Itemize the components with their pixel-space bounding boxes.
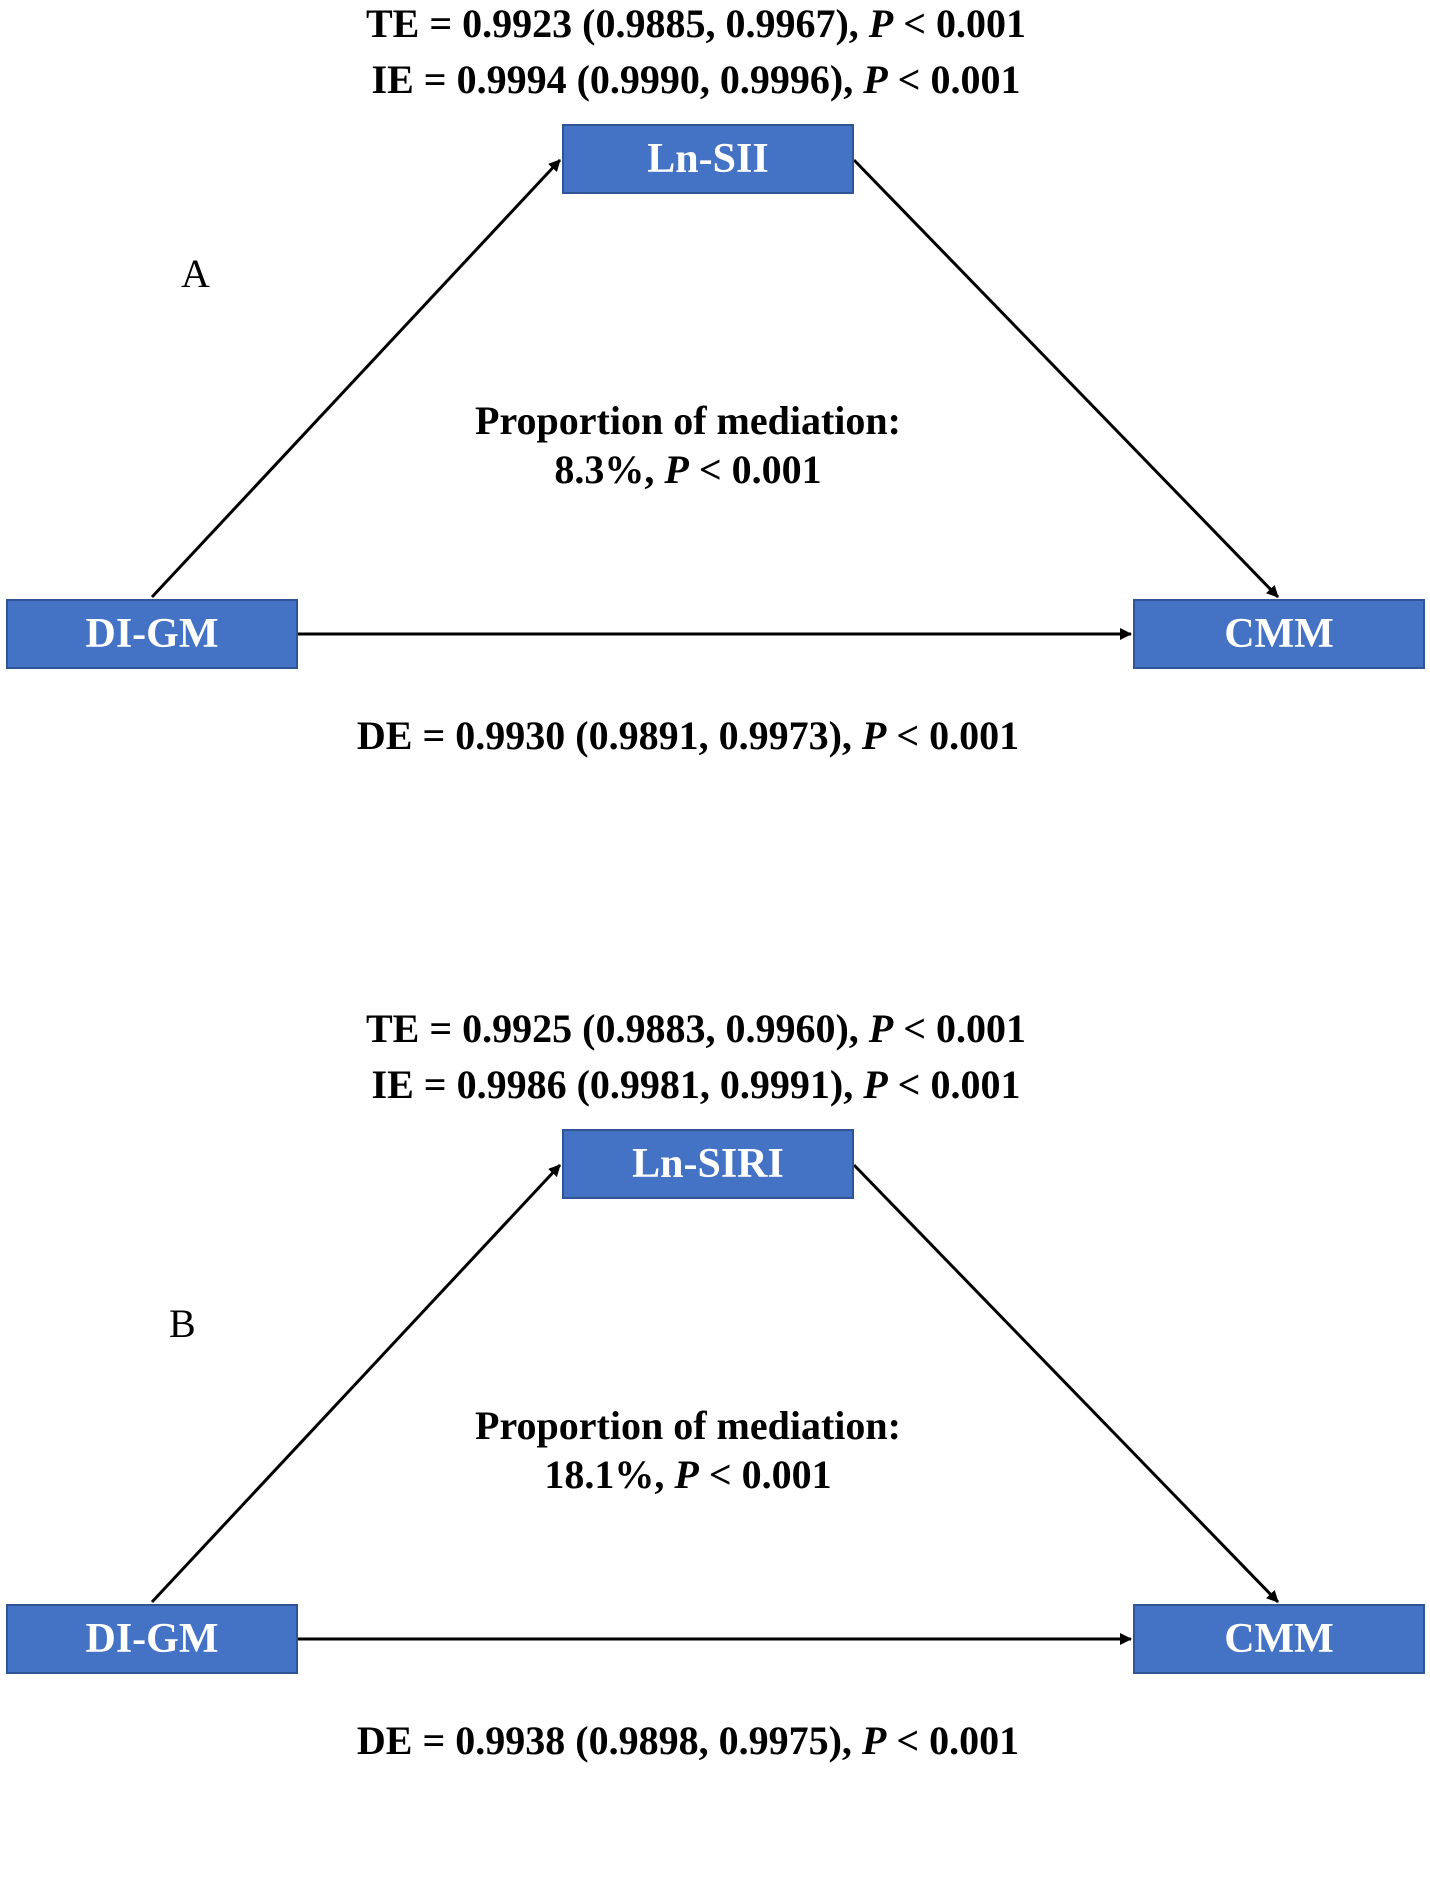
arrow-mediator-to-outcome (852, 1163, 1280, 1604)
proportion-value-text: 18.1%, P < 0.001 (544, 1452, 832, 1497)
panel-letter: A (181, 251, 210, 296)
proportion-p-symbol: P (674, 1452, 699, 1497)
de-p-value: < 0.001 (896, 1718, 1020, 1763)
de-p-symbol: P (861, 713, 887, 758)
outcome-node: CMM (1133, 1604, 1425, 1674)
te-p-symbol: P (868, 1006, 894, 1051)
ie-ci: (0.9981, 0.9991) (576, 1062, 844, 1107)
proportion-label: Proportion of mediation: (475, 1403, 901, 1448)
indirect-effect-text: IE = 0.9994 (0.9990, 0.9996), P < 0.001 (371, 57, 1021, 102)
de-ci: (0.9898, 0.9975) (575, 1718, 842, 1763)
outcome-node: CMM (1133, 599, 1425, 669)
proportion-value: 8.3% (554, 447, 645, 492)
proportion-p-symbol: P (664, 447, 689, 492)
ie-estimate: 0.9994 (456, 57, 567, 102)
ie-label: IE (371, 57, 414, 102)
de-ci: (0.9891, 0.9973) (575, 713, 842, 758)
arrow-exposure-to-mediator (150, 1163, 562, 1604)
arrows-layer (150, 158, 1280, 640)
proportion-value-text: 8.3%, P < 0.001 (554, 447, 822, 492)
total-effect-text: TE = 0.9925 (0.9883, 0.9960), P < 0.001 (365, 1006, 1027, 1051)
mediator-node: Ln-SII (562, 124, 854, 194)
ie-p-symbol: P (863, 57, 888, 102)
exposure-node: DI-GM (6, 599, 298, 669)
te-p-value: < 0.001 (903, 1, 1027, 46)
de-label: DE (356, 1718, 413, 1763)
mediator-node: Ln-SIRI (562, 1129, 854, 1199)
proportion-p-value: < 0.001 (708, 1452, 832, 1497)
arrow-exposure-to-mediator (150, 158, 562, 599)
de-estimate: 0.9930 (455, 713, 566, 758)
te-p-symbol: P (868, 1, 894, 46)
mediation-panel-b: TE = 0.9925 (0.9883, 0.9960), P < 0.001 … (0, 1005, 1430, 1885)
te-p-value: < 0.001 (903, 1006, 1027, 1051)
te-label: TE (365, 1, 420, 46)
de-label: DE (356, 713, 413, 758)
te-ci: (0.9885, 0.9967) (582, 1, 849, 46)
ie-p-value: < 0.001 (897, 1062, 1021, 1107)
ie-estimate: 0.9986 (456, 1062, 567, 1107)
arrow-mediator-to-outcome (852, 158, 1280, 599)
ie-p-value: < 0.001 (897, 57, 1021, 102)
de-p-symbol: P (861, 1718, 887, 1763)
de-estimate: 0.9938 (455, 1718, 566, 1763)
mediation-panel-a: TE = 0.9923 (0.9885, 0.9967), P < 0.001 … (0, 0, 1430, 880)
proportion-value: 18.1% (544, 1452, 655, 1497)
indirect-effect-text: IE = 0.9986 (0.9981, 0.9991), P < 0.001 (371, 1062, 1021, 1107)
proportion-label: Proportion of mediation: (475, 398, 901, 443)
proportion-p-value: < 0.001 (698, 447, 822, 492)
total-effect-text: TE = 0.9923 (0.9885, 0.9967), P < 0.001 (365, 1, 1027, 46)
direct-effect-text: DE = 0.9938 (0.9898, 0.9975), P < 0.001 (356, 1718, 1020, 1763)
te-label: TE (365, 1006, 420, 1051)
ie-p-symbol: P (863, 1062, 888, 1107)
arrows-layer (150, 1163, 1280, 1645)
te-estimate: 0.9925 (462, 1006, 573, 1051)
te-estimate: 0.9923 (462, 1, 573, 46)
ie-label: IE (371, 1062, 414, 1107)
exposure-node: DI-GM (6, 1604, 298, 1674)
te-ci: (0.9883, 0.9960) (582, 1006, 849, 1051)
direct-effect-text: DE = 0.9930 (0.9891, 0.9973), P < 0.001 (356, 713, 1020, 758)
ie-ci: (0.9990, 0.9996) (576, 57, 844, 102)
de-p-value: < 0.001 (896, 713, 1020, 758)
panel-letter: B (169, 1301, 196, 1346)
